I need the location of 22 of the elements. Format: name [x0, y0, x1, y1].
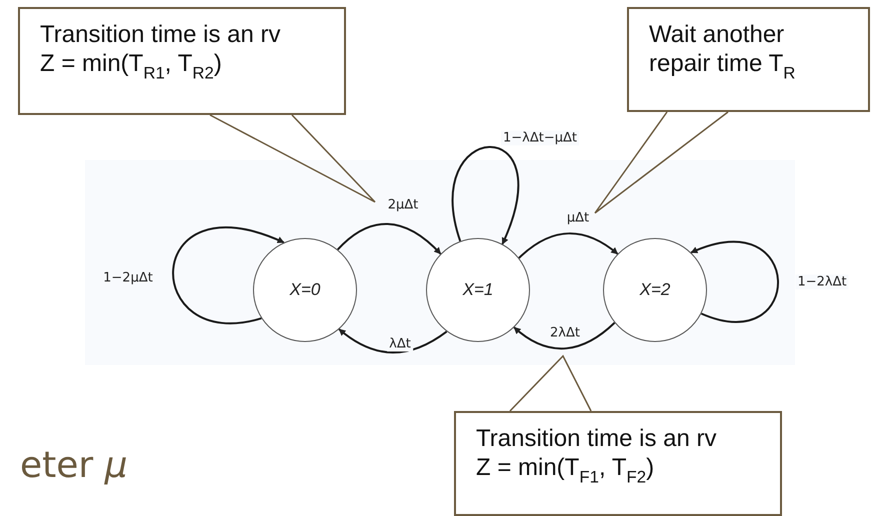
transition-arrow: [338, 328, 448, 354]
slide-title-fragment: eter μ: [20, 445, 128, 486]
state-label: X=2: [640, 280, 670, 300]
state-label: X=0: [290, 280, 320, 300]
callout-text: Transition time is an rv Z = min(T$_{R1}$, T$_{R2}$): [40, 21, 281, 77]
self-loop-arrow: [452, 146, 520, 245]
transition-arrow: [518, 232, 618, 259]
edge-label: 2μΔt: [386, 198, 420, 212]
callout-box: [627, 7, 870, 112]
self-loop-arrow: [172, 226, 284, 324]
callout-text: Transition time is an rv Z = min(T$_{F1}$, T$_{F2}$): [476, 425, 717, 481]
callout-text: Wait another repair time T$_{R}$: [649, 21, 796, 77]
self-loop-arrow: [690, 240, 779, 322]
edge-label: λΔt: [387, 336, 413, 352]
edge-label: 1−2λΔt: [795, 274, 849, 290]
callout-box: [18, 7, 346, 115]
edge-label: μΔt: [564, 210, 592, 226]
callout-box: [454, 411, 782, 516]
edge-label: 1−λΔt−μΔt: [501, 130, 579, 146]
transition-arrow: [337, 222, 442, 255]
state-label: X=1: [462, 280, 494, 300]
transition-arrow: [513, 322, 616, 350]
